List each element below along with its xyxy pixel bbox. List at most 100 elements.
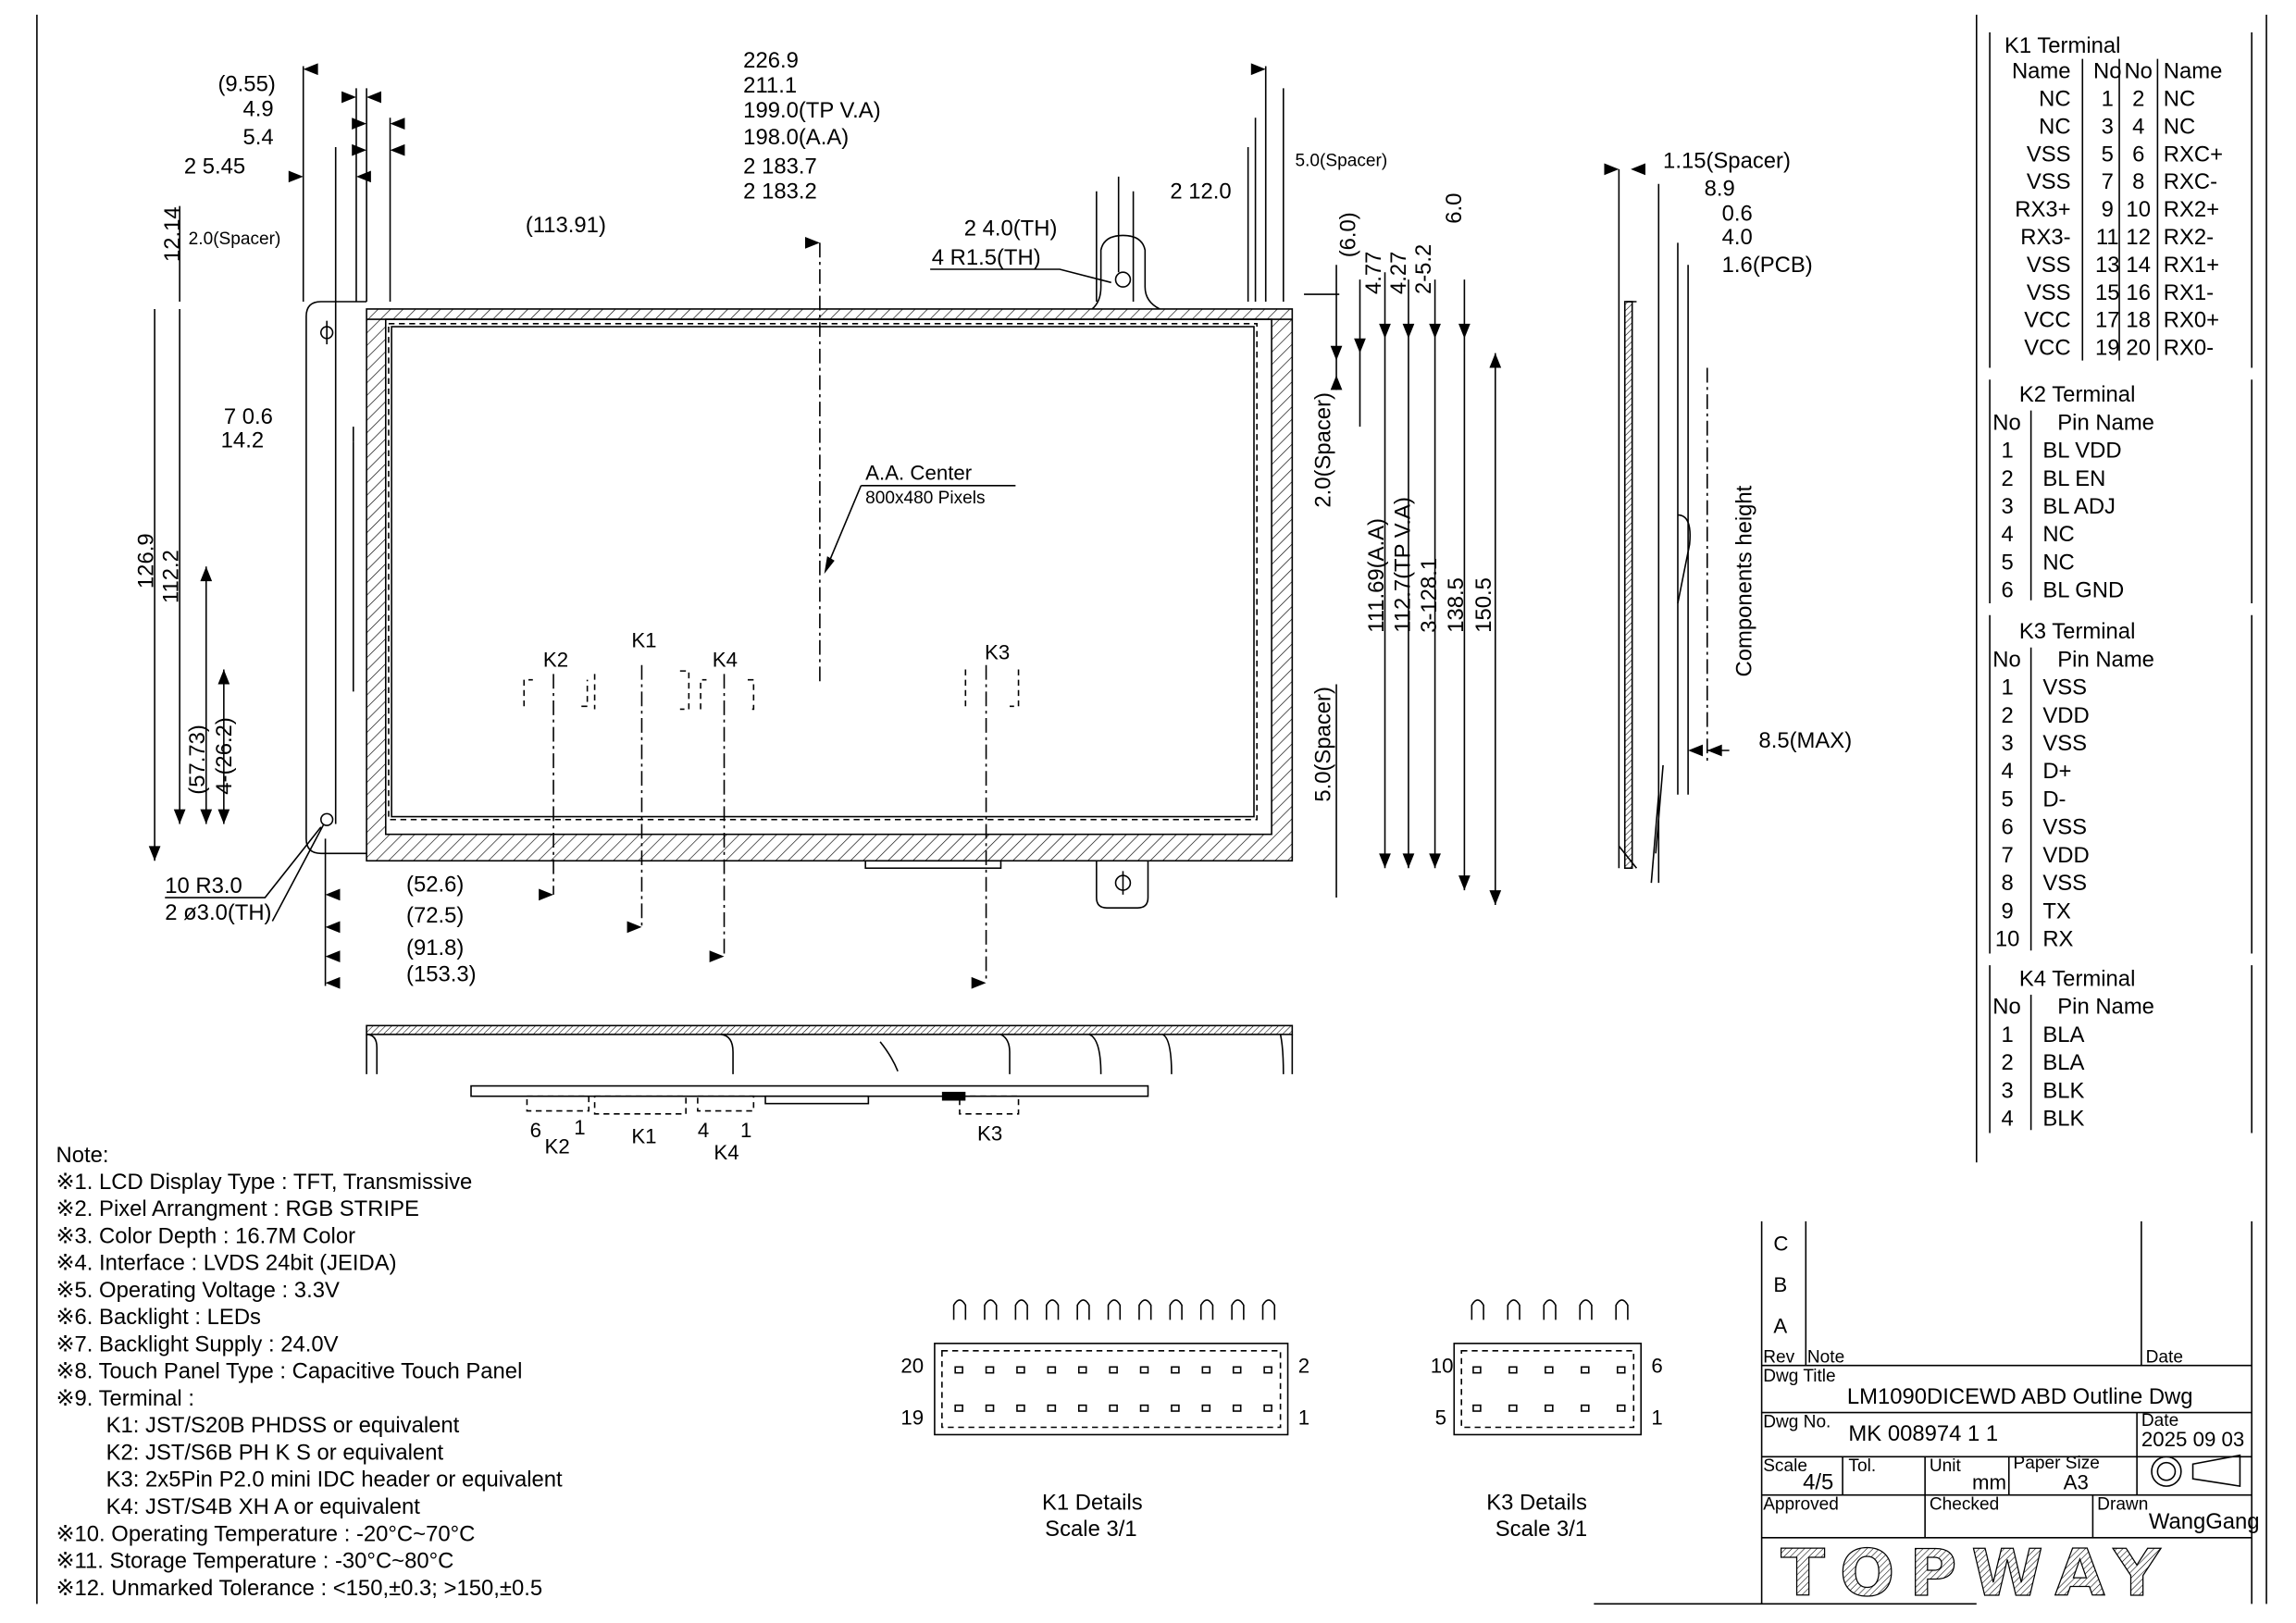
k1-header: Name	[2012, 58, 2071, 83]
tp-view-area	[388, 323, 1258, 821]
table-frame	[1989, 965, 2253, 1134]
pin-number: 5	[2002, 787, 2014, 812]
k1-cell: 20	[2126, 336, 2151, 361]
dim-holes: 3-128.1	[1417, 558, 1442, 633]
pin-outline	[1261, 1299, 1276, 1320]
dim-150-5: 150.5	[1471, 577, 1496, 633]
pin-name: VDD	[2042, 703, 2089, 728]
k1-cell: 4	[2132, 114, 2144, 139]
dim-198: 198.0(A.A)	[743, 125, 849, 150]
pin-name: BLK	[2042, 1078, 2084, 1103]
pin-pad	[1077, 1404, 1087, 1412]
note-item: ※1. LCD Display Type : TFT, Transmissive	[56, 1170, 473, 1195]
left-mounting-tab	[305, 301, 367, 855]
tol-label: Tol.	[1848, 1456, 1876, 1476]
date-value: 2025 09 03	[2141, 1428, 2244, 1451]
k3-pin-5: 5	[1435, 1406, 1446, 1429]
pin-pad	[1047, 1404, 1057, 1412]
pin-pad	[954, 1366, 963, 1374]
dim-153-3: (153.3)	[406, 962, 477, 987]
pin-pad	[1201, 1366, 1211, 1374]
dim-4-0: 4.0	[1722, 225, 1753, 250]
components-height-label: Components height	[1731, 485, 1756, 676]
note-item: ※9. Terminal :	[56, 1386, 194, 1411]
pin-pad	[1581, 1404, 1590, 1412]
dim-72-5: (72.5)	[406, 903, 464, 928]
dim-spacer-left: 2.0(Spacer)	[189, 229, 281, 249]
pin-name: BL ADJ	[2042, 494, 2116, 519]
pin-pad	[1016, 1404, 1025, 1412]
pin-pad	[1171, 1366, 1180, 1374]
pin-name: VSS	[2042, 675, 2087, 700]
pin-name: D-	[2042, 787, 2066, 812]
dim-8-9: 8.9	[1705, 176, 1735, 201]
dim-2-5-2: 2-5.2	[1411, 244, 1436, 294]
pin-outline	[1076, 1299, 1090, 1320]
pin-outline	[1199, 1299, 1214, 1320]
pin-name: VSS	[2042, 815, 2087, 840]
dim-138-5: 138.5	[1444, 577, 1469, 633]
pin-name: BLK	[2042, 1107, 2084, 1132]
dim-bezel: 7 0.6	[224, 404, 273, 429]
pin-number: 3	[2002, 494, 2014, 519]
dim-4-77: 4.77	[1361, 252, 1386, 294]
pin-pad	[1616, 1366, 1626, 1374]
dim-6-0-paren: (6.0)	[1336, 212, 1361, 257]
dim-211-1: 211.1	[743, 73, 797, 98]
k1-header: No	[2093, 58, 2121, 83]
table-header: No	[1992, 410, 2020, 435]
note-label: Note	[1807, 1348, 1844, 1368]
k1-marker: K1	[631, 629, 656, 652]
pin-pad	[1472, 1404, 1482, 1412]
pin-pad	[1232, 1366, 1242, 1374]
unit-value: mm	[1972, 1470, 2006, 1493]
rev-c: C	[1773, 1233, 1788, 1256]
pin-outline	[1138, 1299, 1152, 1320]
table-header: Pin Name	[2057, 995, 2154, 1020]
pin-outline	[1579, 1299, 1593, 1320]
k1-cell: NC	[2164, 86, 2195, 111]
pin-name: TX	[2042, 898, 2071, 923]
k1-cell: NC	[2039, 114, 2070, 139]
note-item: ※7. Backlight Supply : 24.0V	[56, 1332, 339, 1357]
front-view: A.A. Center 800x480 Pixels K2 K1 K4 K3	[305, 234, 1294, 984]
dim-57-73: (57.73)	[185, 725, 210, 795]
pin-number: 2	[2002, 703, 2014, 728]
pin-outline	[984, 1299, 998, 1320]
pin-name: VDD	[2042, 843, 2089, 868]
pin-number: 4	[2002, 1107, 2014, 1132]
k1-cell: 3	[2102, 114, 2114, 139]
pin-number: 7	[2002, 843, 2014, 868]
rev-b: B	[1773, 1273, 1787, 1296]
k1-cell: 2	[2132, 86, 2144, 111]
k4-bottom-label: K4	[714, 1141, 738, 1164]
pin-number: 2	[2002, 1050, 2014, 1075]
k1-pin-19: 19	[900, 1406, 924, 1429]
pin-outline	[1169, 1299, 1183, 1320]
k4-pin1-label: 1	[740, 1119, 751, 1142]
dim-26-2: 4-(26.2)	[212, 717, 237, 795]
k1-cell: RX2-	[2164, 225, 2214, 250]
active-area	[391, 326, 1255, 818]
pin-pad	[985, 1366, 995, 1374]
aa-center-label: A.A. Center	[865, 461, 973, 484]
dim-112-2: 112.2	[159, 550, 184, 603]
dim-14-2: 14.2	[221, 427, 264, 452]
pin-outline	[1507, 1299, 1520, 1320]
pin-name: RX	[2042, 927, 2073, 952]
pin-pad	[1263, 1404, 1272, 1412]
pin-pad	[954, 1404, 963, 1412]
tab-hole	[1114, 271, 1132, 288]
dwg-title: LM1090DICEWD ABD Outline Dwg	[1847, 1384, 2193, 1409]
k1-terminal-title: K1 Terminal	[2004, 33, 2120, 58]
k1-cell: 6	[2132, 142, 2144, 167]
pin-name: BL GND	[2042, 578, 2124, 603]
pin-number: 3	[2002, 1078, 2014, 1103]
k1-header: Name	[2164, 58, 2223, 83]
dim-slot-width: 2 4.0(TH)	[964, 216, 1058, 241]
k2-marker: K2	[543, 648, 568, 671]
column-divider	[2081, 58, 2159, 361]
dim-113-91: (113.91)	[526, 213, 606, 238]
